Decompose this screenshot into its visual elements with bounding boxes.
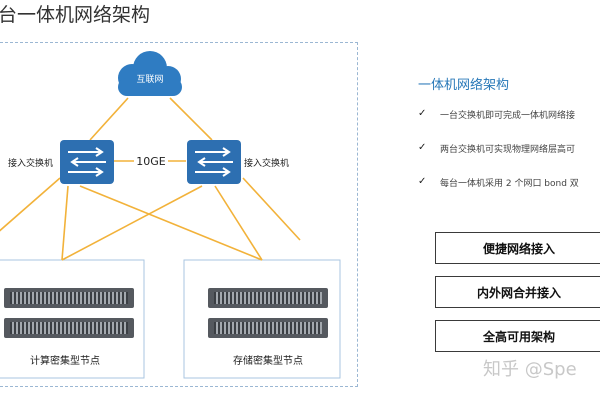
cloud-icon — [118, 51, 182, 96]
link-left-storage — [79, 185, 263, 261]
bullet-text: 一台交换机即可完成一体机网络接 — [440, 111, 576, 121]
list-item: ✓ 每台一体机采用 2 个网口 bond 双 — [418, 176, 600, 210]
network-links — [0, 97, 301, 261]
list-item: ✓ 两台交换机可实现物理网络层高可 — [418, 142, 600, 176]
compute-node-box — [0, 259, 145, 379]
storage-node-label: 存储密集型节点 — [233, 356, 303, 367]
link-right-compute — [61, 185, 203, 261]
feature-bullet-list: ✓ 一台交换机即可完成一体机网络接 ✓ 两台交换机可实现物理网络层高可 ✓ 每台… — [418, 108, 600, 210]
feature-button-group: 便捷网络接入 内外网合并接入 全高可用架构 — [435, 232, 600, 364]
link-left-compute — [61, 185, 69, 261]
link-left-outer — [0, 177, 61, 232]
link-right-outer — [242, 177, 301, 241]
compute-node-label: 计算密集型节点 — [30, 356, 100, 367]
bullet-text: 每台一体机采用 2 个网口 bond 双 — [440, 179, 579, 189]
merged-network-access-button[interactable]: 内外网合并接入 — [435, 276, 600, 308]
server-icon — [208, 318, 328, 338]
list-item: ✓ 一台交换机即可完成一体机网络接 — [418, 108, 600, 142]
feature-title: 一体机网络架构 — [418, 78, 510, 93]
link-speed-label: 10GE — [134, 155, 168, 168]
watermark: 知乎 @Spe — [483, 359, 577, 380]
check-icon: ✓ — [418, 176, 427, 187]
cloud-label: 互联网 — [136, 75, 164, 85]
switch-icon — [187, 140, 241, 184]
link-cloud-right — [169, 97, 213, 141]
link-right-storage — [214, 185, 263, 261]
convenient-access-button[interactable]: 便捷网络接入 — [435, 232, 600, 264]
check-icon: ✓ — [418, 142, 427, 153]
switch-left-label: 接入交换机 — [8, 159, 54, 169]
link-cloud-left — [89, 97, 129, 141]
page-title: 台一体机网络架构 — [0, 4, 151, 26]
server-icon — [208, 288, 328, 308]
bullet-text: 两台交换机可实现物理网络层高可 — [440, 145, 576, 155]
server-icon — [4, 288, 134, 308]
switch-icon — [60, 140, 114, 184]
switch-right-label: 接入交换机 — [244, 159, 290, 169]
check-icon: ✓ — [418, 108, 427, 119]
high-availability-button[interactable]: 全高可用架构 — [435, 320, 600, 352]
diagram-frame — [0, 42, 358, 387]
server-icon — [4, 318, 134, 338]
